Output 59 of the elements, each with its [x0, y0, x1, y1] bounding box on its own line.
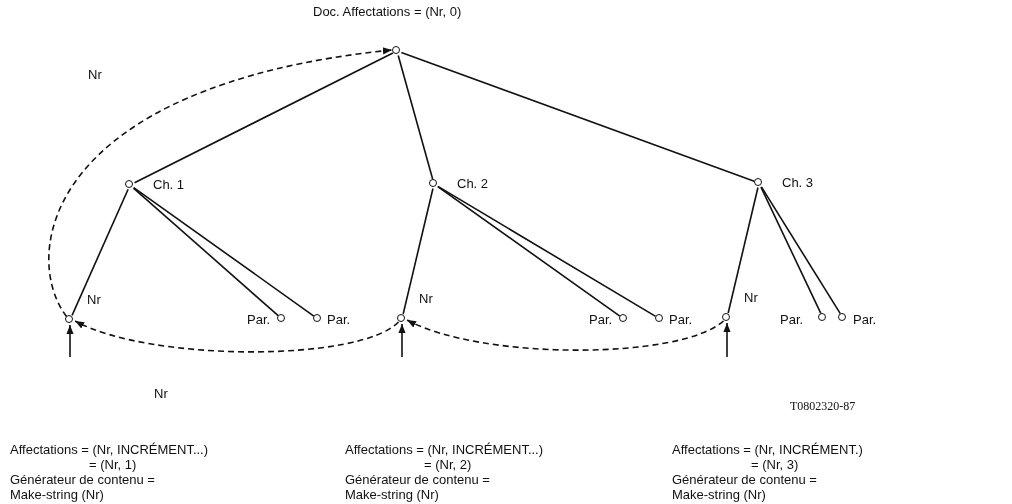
input-arrow	[398, 323, 406, 358]
annotation-text: Make-string (Nr)	[10, 487, 104, 502]
node-circle	[277, 314, 286, 323]
node-circle	[722, 313, 731, 322]
annotation-text: = (Nr, 1)	[89, 457, 137, 472]
tree-line	[437, 185, 657, 318]
tree-line	[760, 186, 842, 315]
arrow	[406, 319, 725, 351]
annotation-text: Générateur de contenu =	[672, 472, 817, 487]
input-arrow	[66, 324, 74, 358]
node-caption: Ch. 3	[782, 175, 814, 190]
tree-line	[402, 187, 434, 315]
node-caption: Ch. 1	[153, 177, 185, 192]
node-circle	[655, 314, 664, 323]
node-circle	[397, 314, 406, 323]
node-caption: Ch. 2	[457, 176, 489, 191]
node-circle	[313, 314, 322, 323]
node-circle	[818, 313, 827, 322]
annotation-text: Affectations = (Nr, INCRÉMENT.)	[672, 442, 863, 457]
tree-line	[71, 188, 129, 317]
node-circle	[429, 179, 438, 188]
node-circle	[65, 315, 74, 324]
node-caption: Nr	[87, 292, 101, 307]
tree-line	[400, 51, 755, 183]
root-caption: Doc. Affectations = (Nr, 0)	[313, 4, 462, 19]
node-caption: Par.	[853, 312, 877, 327]
annotation-text: Générateur de contenu =	[10, 472, 155, 487]
annotation-text: Affectations = (Nr, INCRÉMENT...)	[345, 442, 544, 457]
arrow	[48, 47, 393, 318]
arrow	[74, 320, 400, 353]
node-caption: Par.	[327, 312, 351, 327]
annotation-text: = (Nr, 2)	[424, 457, 472, 472]
node-caption: Nr	[744, 290, 758, 305]
input-arrow	[723, 322, 731, 358]
tree-line	[133, 52, 394, 184]
node-circle	[619, 314, 628, 323]
edge-label: Nr	[152, 386, 170, 401]
annotation-text: Make-string (Nr)	[672, 487, 766, 502]
node-circle	[125, 180, 134, 189]
node-circle	[392, 46, 401, 55]
node-caption: Par.	[780, 312, 804, 327]
tree-line	[436, 185, 621, 317]
annotation-text: Affectations = (Nr, INCRÉMENT...)	[10, 442, 209, 457]
node-circle	[754, 178, 763, 187]
node-caption: Par.	[669, 312, 693, 327]
figure-code: T0802320-87	[790, 399, 856, 414]
tree-line	[760, 186, 822, 315]
node-caption: Par.	[589, 312, 613, 327]
tree-line	[132, 187, 279, 317]
edge-label: Nr	[86, 67, 104, 82]
node-circle	[838, 313, 847, 322]
tree-line	[397, 54, 434, 180]
annotation-text: Make-string (Nr)	[345, 487, 439, 502]
annotation-text: Générateur de contenu =	[345, 472, 490, 487]
tree-line	[132, 186, 315, 317]
tree-line	[727, 186, 759, 314]
annotation-text: = (Nr, 3)	[751, 457, 799, 472]
node-caption: Nr	[419, 291, 433, 306]
node-caption: Par.	[247, 312, 271, 327]
